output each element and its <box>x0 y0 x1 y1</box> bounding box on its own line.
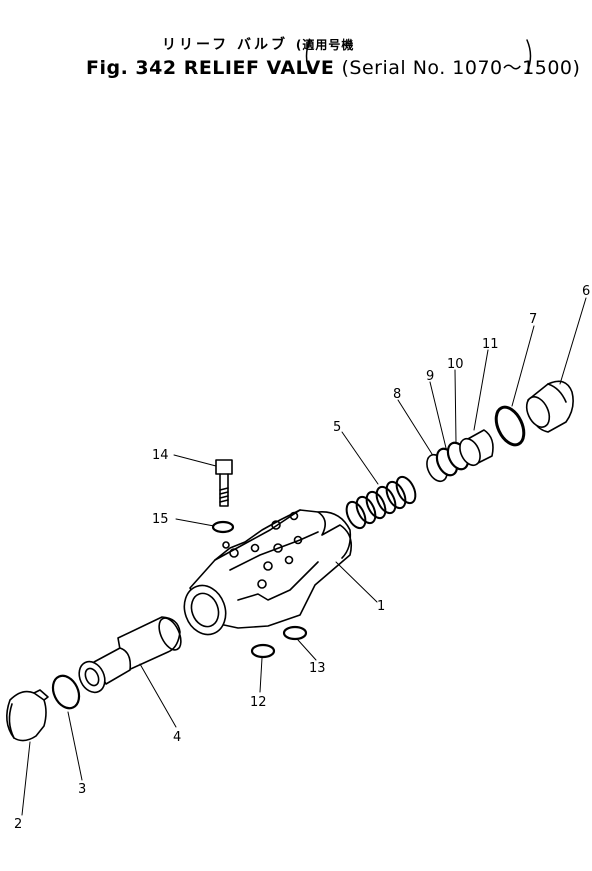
callout-6: 6 <box>582 284 590 299</box>
title-bracket-left <box>305 39 311 73</box>
callout-3: 3 <box>78 782 86 797</box>
callout-10: 10 <box>447 357 464 372</box>
callout-5: 5 <box>333 420 341 435</box>
callout-9: 9 <box>426 369 434 384</box>
figure-title-text: Fig. 342 RELIEF VALVE <box>86 57 335 79</box>
part-13-o-ring <box>282 625 308 641</box>
callout-14: 14 <box>152 448 169 463</box>
title-bracket <box>526 39 532 73</box>
figure-title: Fig. 342 RELIEF VALVE (Serial No. 1070～1… <box>86 57 581 79</box>
callout-2: 2 <box>14 817 22 832</box>
part-15-washer <box>211 520 235 534</box>
part-3-o-ring <box>51 674 81 710</box>
part-6-plug <box>525 380 574 433</box>
part-12-o-ring <box>250 643 276 659</box>
figure-title-japanese: リリーフ バルブ (適用号機 <box>162 37 355 53</box>
callout-labels: 1 2 3 4 5 6 7 8 9 10 11 12 13 14 15 <box>14 284 590 832</box>
part-14-bolt <box>215 459 233 507</box>
part-1-valve-body <box>183 509 353 636</box>
part-11-poppet <box>459 429 494 467</box>
bolt-hole-icon <box>222 541 230 549</box>
part-4-piston <box>78 616 182 694</box>
callout-15: 15 <box>152 512 169 527</box>
callout-8: 8 <box>393 387 401 402</box>
callout-11: 11 <box>482 337 499 352</box>
part-7-o-ring <box>494 405 526 447</box>
callout-1: 1 <box>377 599 385 614</box>
title-japanese-note: 適用号機 <box>302 38 355 52</box>
callout-4: 4 <box>173 730 181 745</box>
part-2-plug <box>6 689 49 742</box>
leader-lines <box>21 297 587 816</box>
serial-range: Serial No. 1070～1500 <box>349 57 573 79</box>
callout-13: 13 <box>309 661 326 676</box>
part-5-spring <box>345 475 417 530</box>
callout-7: 7 <box>529 312 537 327</box>
title-japanese-text: リリーフ バルブ <box>162 37 289 53</box>
callout-12: 12 <box>250 695 267 710</box>
